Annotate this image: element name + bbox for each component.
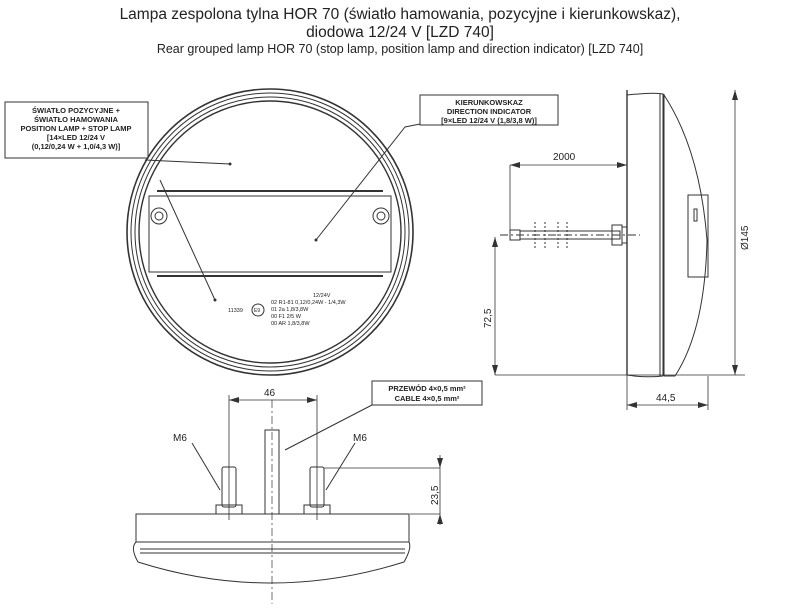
screw-right-icon — [372, 207, 390, 225]
callout-position-line3: POSITION LAMP + STOP LAMP — [20, 124, 131, 133]
callout-cable-line2: CABLE 4×0,5 mm² — [395, 394, 460, 403]
title-polish-line2: diodowa 12/24 V [LZD 740] — [306, 24, 494, 41]
front-view — [126, 88, 414, 376]
callout-box-position-stop — [4, 101, 149, 159]
marking-line4: 00 AR 1,8/3,8W — [271, 321, 310, 327]
marking-line3: 00 F1 2/5 W — [271, 314, 302, 320]
callout-position-line2: ŚWIATŁO HAMOWANIA — [34, 115, 119, 124]
callout-cable-line1: PRZEWÓD 4×0,5 mm² — [388, 384, 466, 393]
screw-left-icon — [150, 207, 168, 225]
marking-approval-number: 11339 — [228, 308, 243, 314]
title-polish: Lampa zespolona tylna HOR 70 (światło ha… — [119, 6, 681, 23]
title-english: Rear grouped lamp HOR 70 (stop lamp, pos… — [156, 42, 644, 56]
marking-e-mark: E9 — [254, 308, 260, 314]
dim-depth: 44,5 — [656, 393, 676, 404]
callout-position-line1: ŚWIATŁO POZYCYJNE + — [32, 106, 121, 115]
dim-cable-length: 2000 — [553, 152, 576, 163]
callout-position-line4: [14×LED 12/24 V — [47, 133, 105, 142]
callout-indicator-line3: [9×LED 12/24 V (1,8/3,8 W)] — [441, 116, 537, 125]
dim-thread-right: M6 — [353, 433, 367, 444]
callout-indicator-line2: DIRECTION INDICATOR — [447, 107, 532, 116]
bottom-view — [132, 395, 441, 604]
callout-box-indicator — [419, 94, 559, 126]
dim-center-height: 72,5 — [483, 308, 494, 328]
callout-box-cable — [371, 380, 483, 406]
marking-line1: 02 R1-81 0,12/0,24W - 1/4,3W — [271, 300, 346, 306]
dim-thread-left: M6 — [173, 433, 187, 444]
dim-bolt-spacing: 46 — [264, 388, 276, 399]
side-view — [500, 90, 709, 378]
callout-indicator-line1: KIERUNKOWSKAZ — [455, 98, 523, 107]
e-mark-icon — [251, 303, 265, 317]
marking-line2: 01 2a 1,8/3,8W — [271, 307, 309, 313]
callout-position-line5: (0,12/0,24 W + 1,0/4,3 W)] — [32, 142, 121, 151]
marking-voltage: 12/24V — [313, 293, 331, 299]
dim-diameter: Ø145 — [740, 225, 751, 250]
dim-bolt-height: 23,5 — [430, 485, 441, 505]
